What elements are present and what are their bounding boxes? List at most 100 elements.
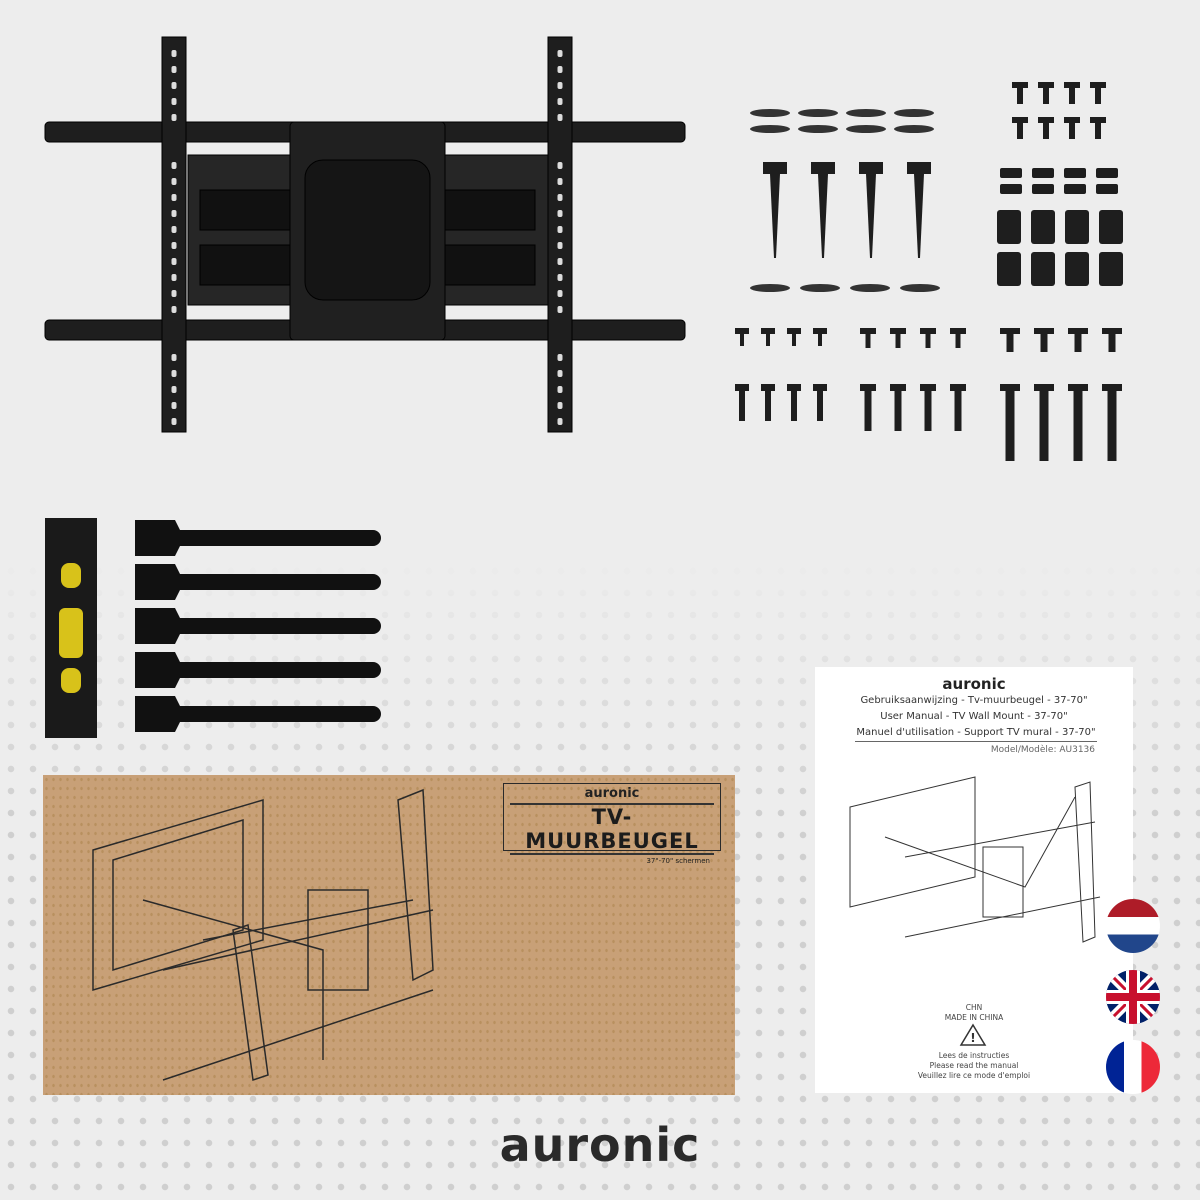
screw-shank: [1039, 391, 1049, 461]
screw-kit: [735, 82, 1123, 461]
screw-shank: [1108, 334, 1116, 352]
bolt-shank: [1069, 88, 1075, 104]
flag-france-icon: [1106, 1040, 1160, 1094]
mount-hole: [557, 194, 563, 201]
screw-head: [1034, 384, 1054, 391]
washer: [894, 125, 934, 133]
mount-hole: [557, 210, 563, 217]
screw-head: [950, 328, 966, 334]
manual-instruction-nl: Lees de instructies: [938, 1051, 1010, 1060]
bolt-head: [1012, 82, 1028, 88]
cable-strap: [135, 520, 381, 556]
mount-hole: [557, 66, 563, 73]
mount-hole: [171, 50, 177, 57]
mount-hole: [557, 162, 563, 169]
washer: [850, 284, 890, 292]
screw-head: [1068, 328, 1088, 334]
washer: [894, 109, 934, 117]
mount-hole: [171, 306, 177, 313]
mount-hole: [557, 242, 563, 249]
screw-shank: [791, 391, 797, 421]
mount-hole: [171, 242, 177, 249]
screw-shank: [817, 391, 823, 421]
mount-hole: [171, 98, 177, 105]
screw-head: [890, 384, 906, 391]
screw-head: [761, 328, 775, 334]
box-title: TV-MUURBEUGEL: [510, 803, 714, 855]
box-label: auronic TV-MUURBEUGEL 37"-70" schermen: [503, 783, 721, 865]
mount-hole: [557, 258, 563, 265]
washer: [900, 284, 940, 292]
bolt-shank: [1095, 88, 1101, 104]
mount-hole: [557, 82, 563, 89]
svg-text:!: !: [970, 1031, 975, 1045]
mount-hole: [171, 290, 177, 297]
mount-hole: [171, 194, 177, 201]
screw-head: [787, 328, 801, 334]
manual-origin: MADE IN CHINA: [944, 1013, 1004, 1022]
screw-head: [1034, 328, 1054, 334]
mount-hole: [171, 274, 177, 281]
screw-head: [735, 384, 749, 391]
lag-bolt-head: [763, 162, 787, 174]
screw-shank: [1074, 334, 1082, 352]
screw-head: [735, 328, 749, 334]
manual-origin-code: CHN: [965, 1003, 983, 1012]
screw-shank: [1107, 391, 1117, 461]
bolt-head: [1064, 82, 1080, 88]
manual-title-nl: Gebruiksaanwijzing - Tv-muurbeugel - 37-…: [860, 695, 1088, 706]
lag-bolt-head: [811, 162, 835, 174]
product-box: auronic TV-MUURBEUGEL 37"-70" schermen: [43, 775, 735, 1095]
mount-hole: [557, 402, 563, 409]
bolt-shank: [1069, 123, 1075, 139]
cable-strap: [135, 652, 381, 688]
mount-hole: [171, 178, 177, 185]
screw-shank: [955, 334, 961, 348]
screw-head: [890, 328, 906, 334]
screw-shank: [1006, 334, 1014, 352]
mount-hole: [171, 402, 177, 409]
screw-shank: [925, 334, 931, 348]
screw-head: [860, 384, 876, 391]
lag-bolt-head: [907, 162, 931, 174]
washer: [750, 109, 790, 117]
spacer-large: [1065, 252, 1089, 286]
manual-mount-illustration: [849, 776, 1101, 943]
washer: [798, 109, 838, 117]
mount-hole: [171, 114, 177, 121]
manual-instruction-en: Please read the manual: [929, 1061, 1019, 1070]
spacer-large: [1065, 210, 1089, 244]
screw-shank: [954, 391, 962, 431]
lag-bolt: [818, 174, 828, 258]
bolt-shank: [1017, 123, 1023, 139]
screw-head: [920, 384, 936, 391]
screw-shank: [864, 391, 872, 431]
mount-hole: [557, 50, 563, 57]
washer: [846, 109, 886, 117]
screw-head: [761, 384, 775, 391]
bolt-head: [1090, 117, 1106, 123]
bolt-head: [1090, 82, 1106, 88]
spacer-large: [997, 252, 1021, 286]
spacer-small: [1064, 184, 1086, 194]
spacer-small: [1000, 184, 1022, 194]
washer: [750, 125, 790, 133]
lag-bolt: [770, 174, 780, 258]
spacer-small: [1096, 168, 1118, 178]
user-manual: auronic Gebruiksaanwijzing - Tv-muurbeug…: [815, 667, 1133, 1093]
bolt-shank: [1043, 123, 1049, 139]
washer: [800, 284, 840, 292]
bolt-head: [1038, 82, 1054, 88]
mount-hole: [171, 258, 177, 265]
manual-model: Model/Modèle: AU3136: [990, 745, 1095, 755]
spacer-large: [1099, 210, 1123, 244]
flag-united-kingdom-icon: [1106, 970, 1160, 1024]
screw-shank: [1073, 391, 1083, 461]
spirit-level: [45, 518, 97, 738]
box-mount-illustration: [92, 788, 434, 1081]
mount-hole: [171, 386, 177, 393]
spacer-large: [997, 210, 1021, 244]
screw-shank: [865, 334, 871, 348]
screw-head: [860, 328, 876, 334]
mount-hole: [557, 274, 563, 281]
